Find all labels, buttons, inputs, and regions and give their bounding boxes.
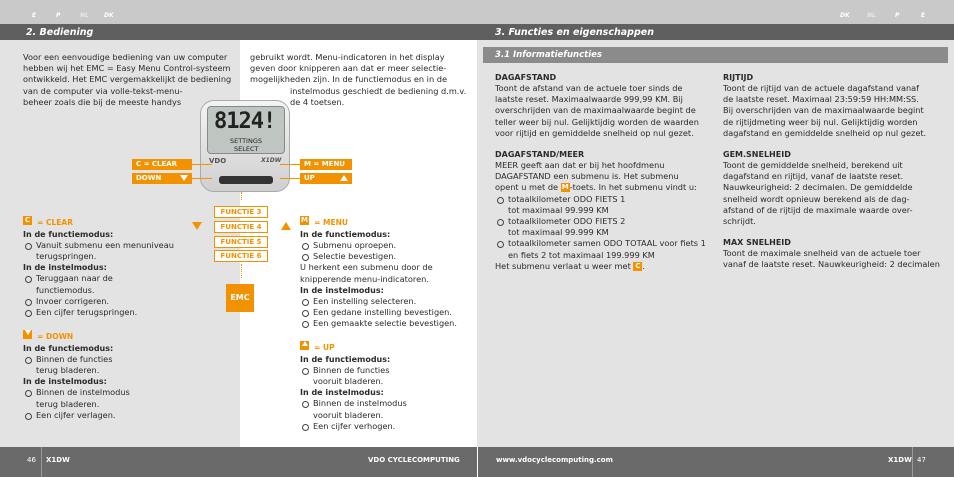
- top-bar-left: E P NL DK: [0, 0, 477, 24]
- c-clear-label: C = CLEAR: [132, 159, 192, 170]
- connector-line: [192, 178, 212, 179]
- up-arrow-icon: [340, 175, 348, 181]
- up-block: = UP In de functiemodus: Binnen de funct…: [300, 335, 475, 432]
- function-4-box: FUNCTIE 4: [214, 221, 268, 233]
- c-key-icon: C: [23, 216, 32, 225]
- up-key-icon: [300, 341, 309, 350]
- page-number-right: 47: [917, 456, 926, 464]
- model-right: X1DW: [888, 456, 912, 464]
- intro-col1: Voor een eenvoudige bediening van uw com…: [23, 52, 232, 107]
- footer-url[interactable]: www.vdocyclecomputing.com: [496, 456, 613, 464]
- footer-brand: VDO CYCLECOMPUTING: [368, 456, 460, 464]
- function-3-box: FUNCTIE 3: [214, 206, 268, 218]
- lang-nl: NL: [867, 12, 876, 19]
- intro-col2: gebruikt wordt. Menu-indicatoren in het …: [250, 52, 467, 107]
- down-label: DOWN: [132, 173, 192, 184]
- device-display: 8124! SETTINGS SELECT: [207, 106, 285, 154]
- right-col2: RIJTIJD Toont de rijtijd van de actuele …: [723, 72, 945, 271]
- dotted-connector: [241, 264, 242, 278]
- lang-e: E: [32, 12, 37, 19]
- up-triangle-icon: [281, 222, 291, 230]
- up-label: UP: [300, 173, 352, 184]
- display-text2: SELECT: [234, 145, 259, 153]
- m-menu-label: M = MENU: [300, 159, 352, 170]
- clear-block: C = CLEAR In de functiemodus: Vanuit sub…: [23, 210, 223, 318]
- model-left: X1DW: [46, 456, 70, 464]
- display-text1: SETTINGS: [230, 137, 263, 145]
- lang-dk: DK: [104, 12, 114, 19]
- m-key-icon: M: [300, 216, 309, 225]
- lang-nl: NL: [80, 12, 89, 19]
- top-bar-right: DK NL P E: [477, 0, 954, 24]
- function-5-box: FUNCTIE 5: [214, 236, 268, 248]
- connector-line: [280, 164, 300, 165]
- emc-icon: EMC: [226, 284, 254, 312]
- c-key-icon: C: [633, 261, 643, 271]
- down-triangle-icon: [192, 222, 202, 230]
- right-col1: DAGAFSTAND Toont de afstand van de actue…: [495, 72, 710, 272]
- dagafstand-title: DAGAFSTAND: [495, 73, 557, 82]
- footer-divider: [41, 447, 42, 477]
- m-key-icon: M: [560, 183, 570, 193]
- down-arrow-icon: [180, 175, 188, 181]
- section-header-right: 3. Functies en eigenschappen: [477, 24, 954, 40]
- device-buttons: [219, 176, 273, 184]
- page-number-left: 46: [27, 456, 36, 464]
- lang-p: P: [895, 12, 900, 19]
- page-divider: [477, 447, 478, 477]
- menu-block: M = MENU In de functiemodus: Submenu opr…: [300, 210, 475, 329]
- lang-p: P: [56, 12, 61, 19]
- lang-dk: DK: [840, 12, 850, 19]
- display-digits: 8124!: [214, 109, 276, 134]
- gem-snelheid-title: GEM.SNELHEID: [723, 150, 791, 160]
- device-model: X1DW: [261, 157, 282, 164]
- lang-e: E: [921, 12, 926, 19]
- connector-line: [280, 178, 300, 179]
- max-snelheid-title: MAX SNELHEID: [723, 238, 791, 248]
- section-header-left: 2. Bediening: [0, 24, 477, 40]
- device-brand: VDO: [209, 157, 227, 165]
- subsection-header: 3.1 Informatiefuncties: [483, 47, 948, 63]
- down-key-icon: [23, 330, 32, 339]
- right-gray-panel: [477, 40, 954, 447]
- dagafstand-meer-title: DAGAFSTAND/MEER: [495, 150, 585, 160]
- rijtijd-title: RIJTIJD: [723, 73, 754, 82]
- connector-line: [192, 164, 212, 165]
- dotted-connector: [241, 192, 242, 200]
- down-block: = DOWN In de functiemodus: Binnen de fun…: [23, 324, 223, 421]
- footer-divider: [912, 447, 913, 477]
- function-6-box: FUNCTIE 6: [214, 250, 268, 262]
- bike-computer-device: 8124! SETTINGS SELECT VDO X1DW: [200, 100, 290, 192]
